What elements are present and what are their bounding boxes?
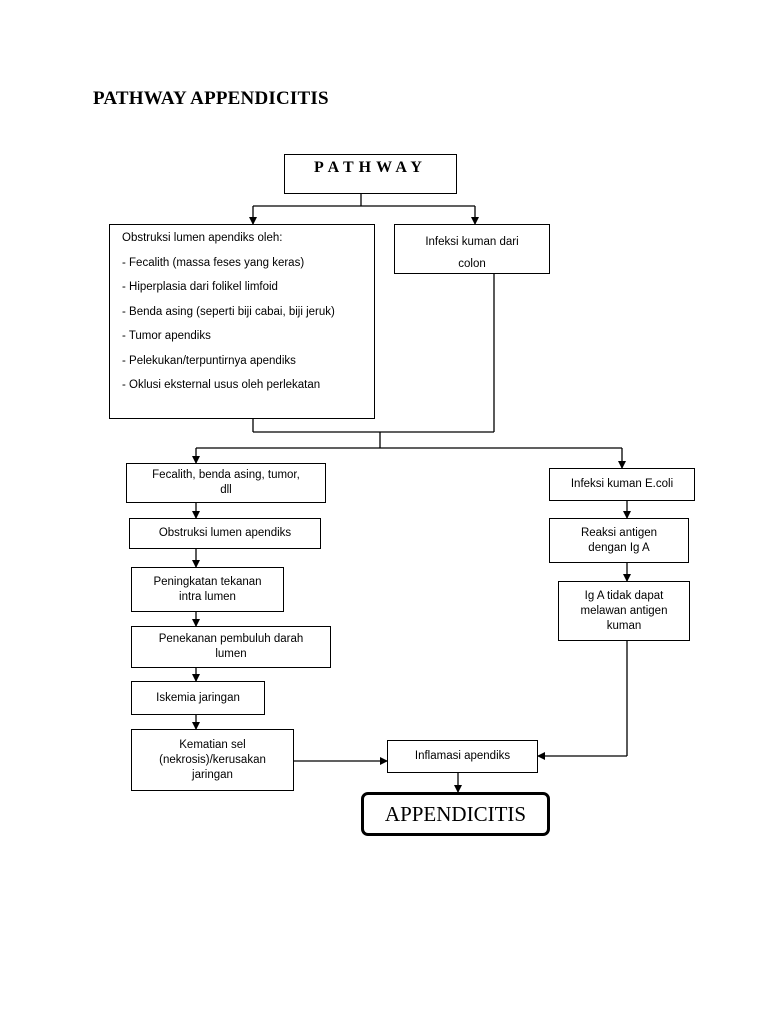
necrosis-line: (nekrosis)/kerusakan <box>159 753 266 766</box>
pressure-line: intra lumen <box>179 590 236 603</box>
obstruction-item: - Benda asing (seperti biji cabai, biji … <box>122 305 335 318</box>
necrosis-box: Kematian sel (nekrosis)/kerusakan jaring… <box>131 729 294 791</box>
ischemia-label: Iskemia jaringan <box>156 691 240 704</box>
ecoli-label: Infeksi kuman E.coli <box>570 478 674 490</box>
necrosis-line: jaringan <box>192 768 233 781</box>
reaction-line: dengan Ig A <box>588 541 650 554</box>
antigen-reaction-box: Reaksi antigen dengan Ig A <box>549 518 689 563</box>
iga-line: kuman <box>606 619 642 632</box>
obstruction-item: - Fecalith (massa feses yang keras) <box>122 256 305 269</box>
obstruction-item: - Tumor apendiks <box>122 330 211 342</box>
appendicitis-box: APPENDICITIS <box>361 792 550 836</box>
inflammation-label: Inflamasi apendiks <box>414 750 511 762</box>
pathway-label: PATHWAY <box>314 159 427 176</box>
pathway-box: PATHWAY <box>284 154 457 194</box>
vessel-box: Penekanan pembuluh darah lumen <box>131 626 331 668</box>
ecoli-box: Infeksi kuman E.coli <box>549 468 695 501</box>
page-title: PATHWAY APPENDICITIS <box>93 88 329 109</box>
appendicitis-label: APPENDICITIS <box>384 801 527 826</box>
pressure-line: Peningkatan tekanan <box>153 575 262 588</box>
inflammation-box: Inflamasi apendiks <box>387 740 538 773</box>
obstruction-title: Obstruksi lumen apendiks oleh: <box>122 232 283 244</box>
obstruction-causes-box: Obstruksi lumen apendiks oleh: - Fecalit… <box>109 224 375 419</box>
necrosis-line: Kematian sel <box>179 738 246 751</box>
cause-line: Fecalith, benda asing, tumor, <box>152 469 300 481</box>
obstruction-item: - Oklusi eksternal usus oleh perlekatan <box>122 379 321 391</box>
infection-colon-box: Infeksi kuman dari colon <box>394 224 550 274</box>
cause-line: dll <box>220 484 232 496</box>
infection-line-2: colon <box>458 258 486 270</box>
iga-line: melawan antigen <box>580 604 668 617</box>
pressure-box: Peningkatan tekanan intra lumen <box>131 567 284 612</box>
ischemia-box: Iskemia jaringan <box>131 681 265 715</box>
vessel-line: Penekanan pembuluh darah <box>158 633 304 645</box>
reaction-line: Reaksi antigen <box>580 526 658 539</box>
iga-line: Ig A tidak dapat <box>584 589 664 602</box>
infection-line-1: Infeksi kuman dari <box>425 236 519 248</box>
lumen-obstruction-label: Obstruksi lumen apendiks <box>158 527 292 539</box>
obstruction-item: - Pelekukan/terpuntirnya apendiks <box>122 354 296 367</box>
obstruction-item: - Hiperplasia dari folikel limfoid <box>122 281 278 293</box>
iga-box: Ig A tidak dapat melawan antigen kuman <box>558 581 690 641</box>
cause-box: Fecalith, benda asing, tumor, dll <box>126 463 326 503</box>
lumen-obstruction-box: Obstruksi lumen apendiks <box>129 518 321 549</box>
vessel-line: lumen <box>215 648 247 660</box>
